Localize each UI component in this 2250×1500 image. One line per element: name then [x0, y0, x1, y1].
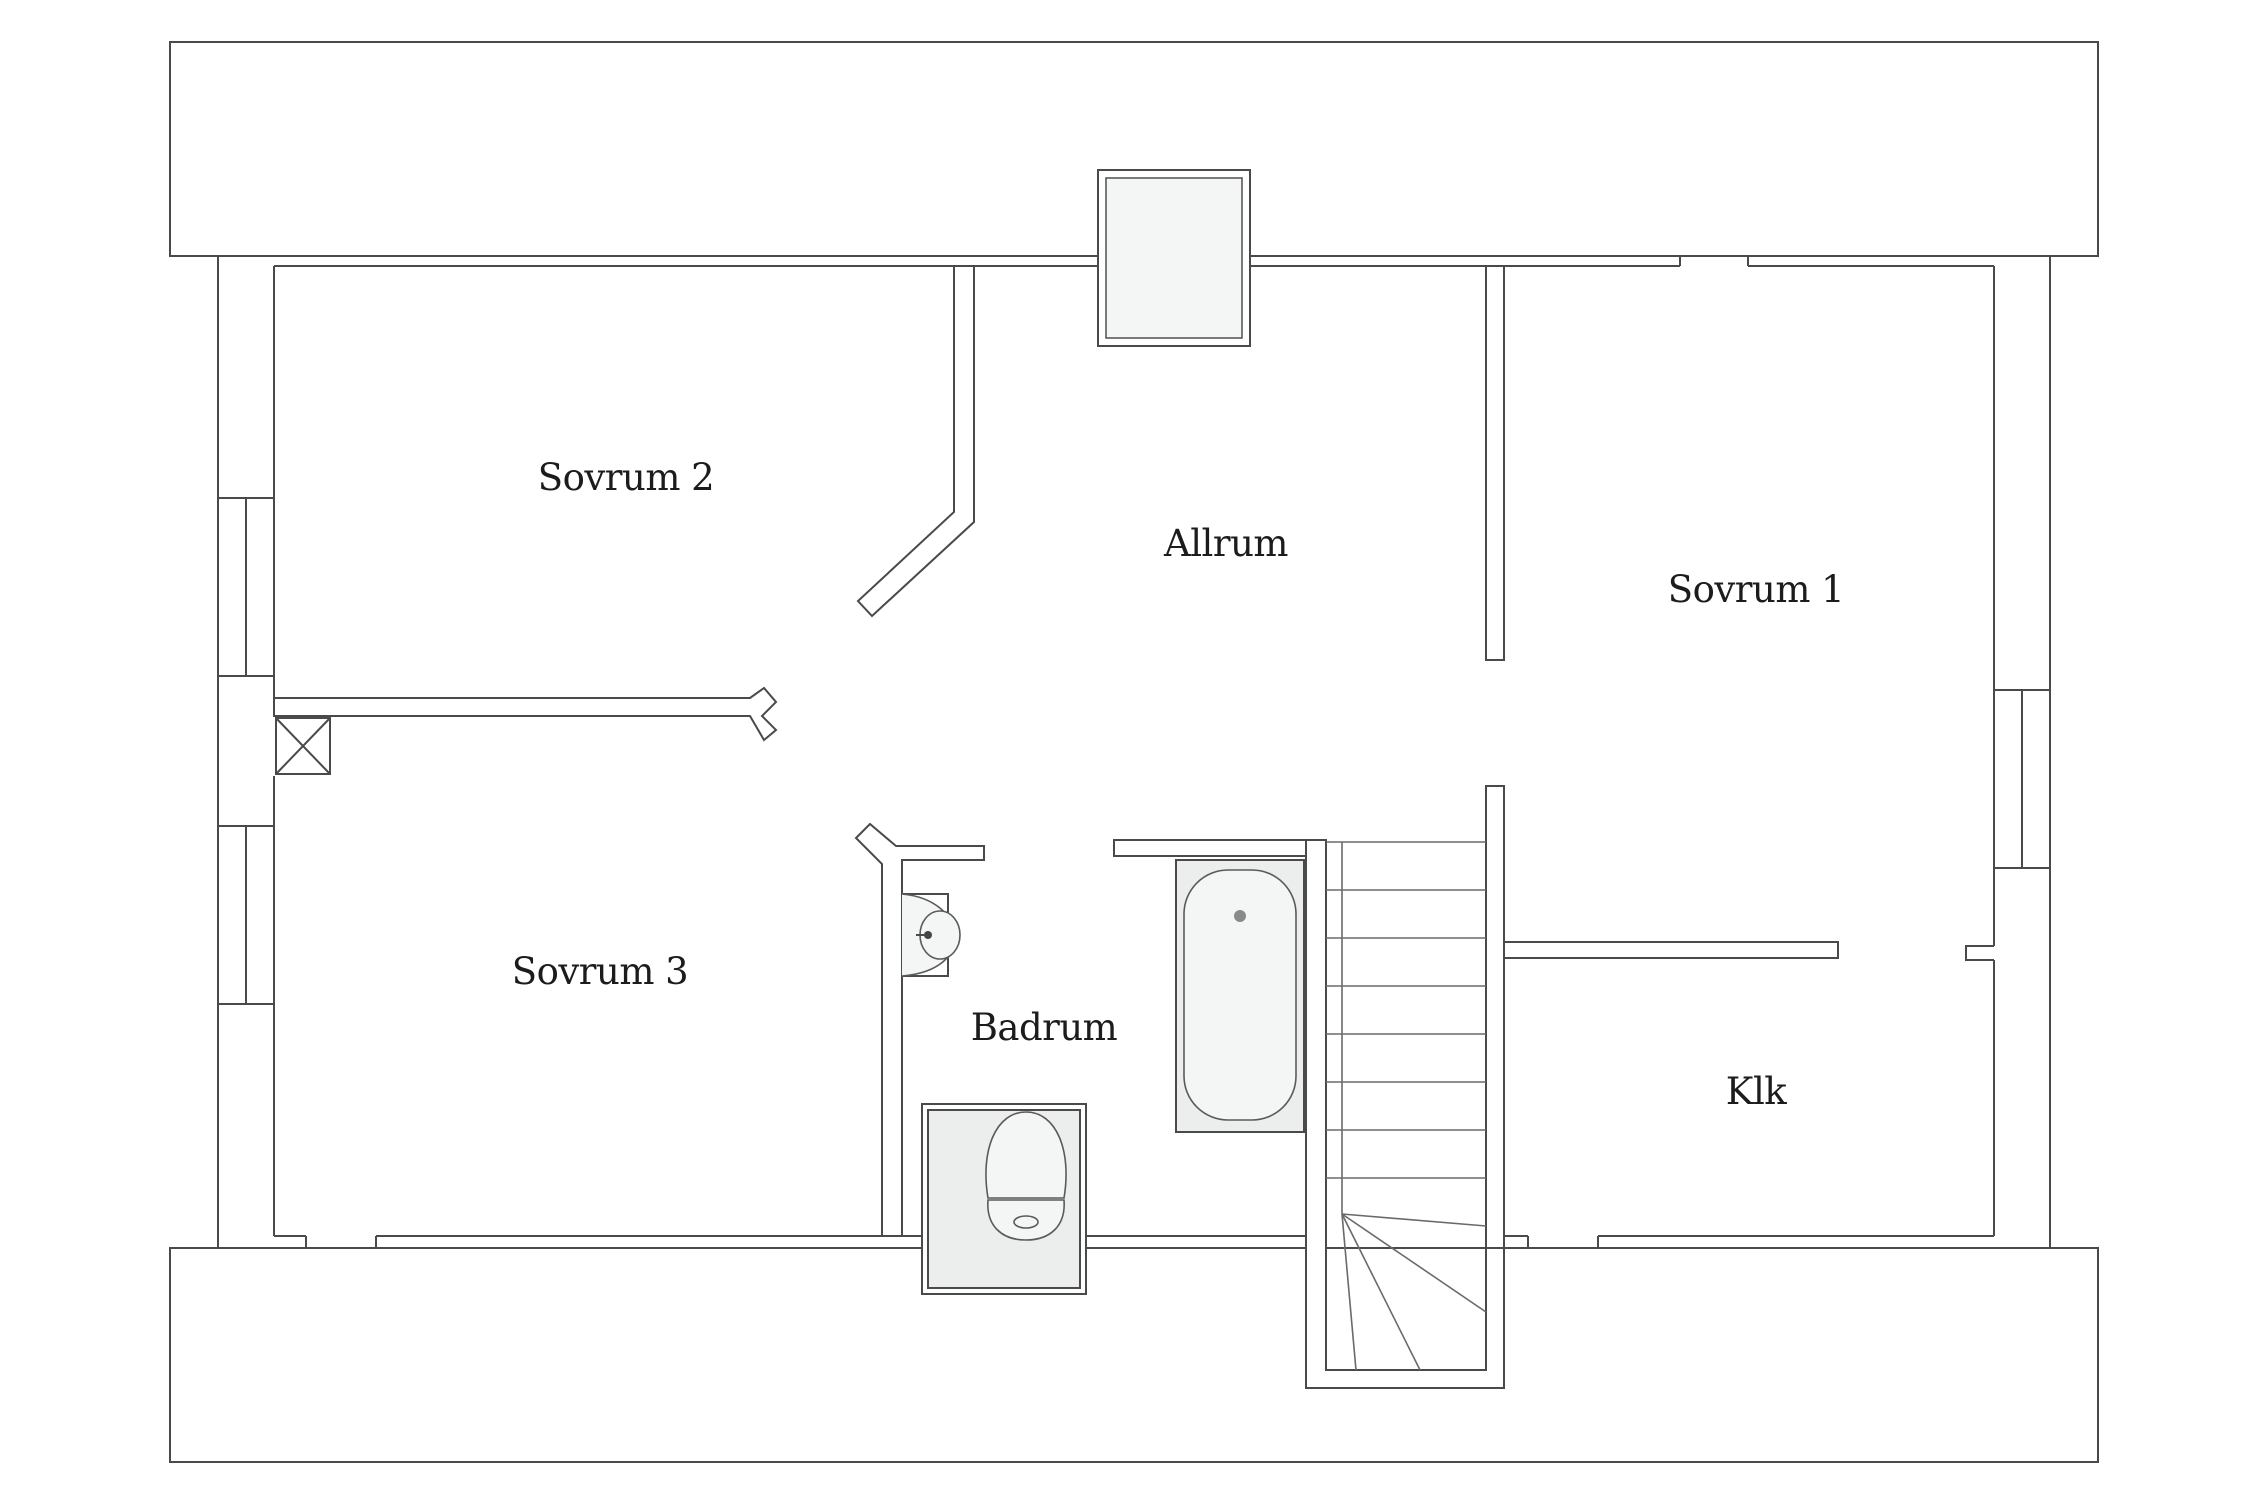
room-label-sovrum-3: Sovrum 3: [512, 950, 688, 993]
wall-allrum-sovrum1: [1485, 265, 1505, 661]
sink: [901, 893, 961, 977]
bathtub: [1175, 859, 1305, 1133]
room-label-sovrum-2: Sovrum 2: [538, 456, 714, 499]
window-left-lower: [218, 825, 274, 1005]
window-right: [1994, 689, 2050, 869]
bottom-interior-wall: [274, 1235, 1994, 1248]
wall-sovrum3-badrum: [854, 822, 985, 1237]
staircase: [1114, 785, 1505, 1389]
toilet: [921, 1103, 1087, 1295]
right-interior-wall: [1965, 266, 1995, 1236]
chimney-shaft: [275, 717, 331, 775]
room-label-allrum: Allrum: [1163, 522, 1288, 565]
skylight: [1097, 169, 1251, 347]
wall-badrum-top: [1113, 839, 1325, 857]
window-left-upper: [218, 497, 274, 677]
wall-sovrum1-klk: [1503, 941, 1839, 959]
room-label-sovrum-1: Sovrum 1: [1668, 568, 1844, 611]
top-interior-wall: [274, 256, 1994, 267]
wall-sovrum2-sovrum3: [273, 686, 778, 742]
room-label-klk: Klk: [1726, 1070, 1787, 1113]
lower-roof-band: [169, 1247, 2099, 1463]
wall-sovrum2-allrum: [856, 265, 975, 618]
room-label-badrum: Badrum: [971, 1006, 1118, 1049]
